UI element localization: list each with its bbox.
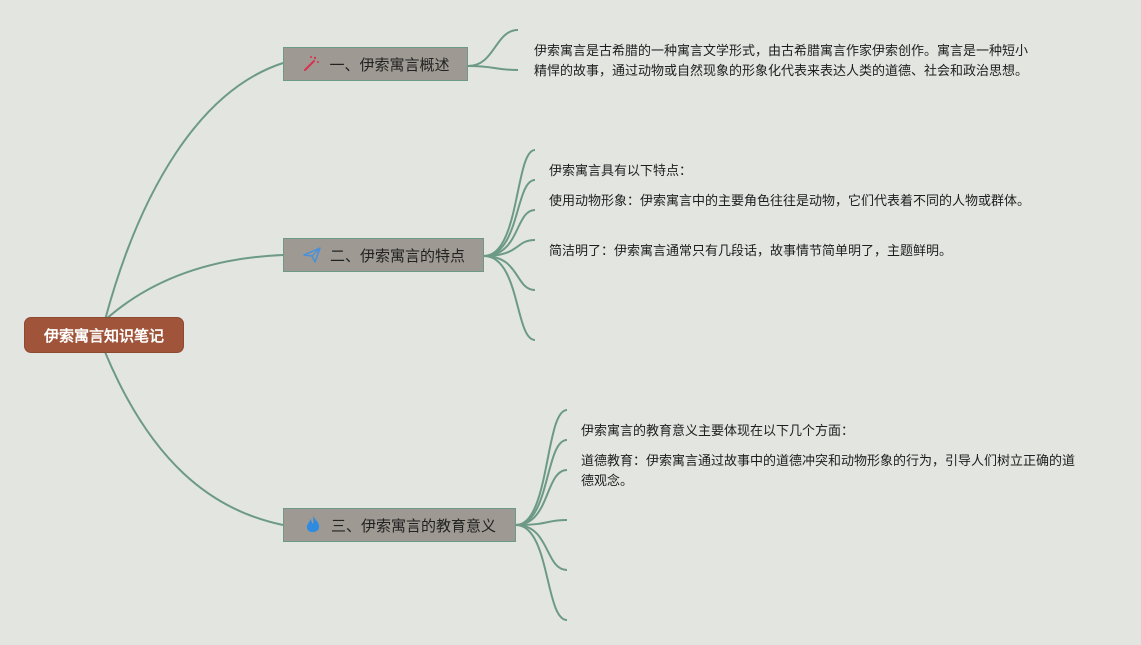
edge-root-branch3 bbox=[104, 351, 284, 526]
edge-root-branch1 bbox=[104, 62, 284, 321]
edge-b1-1 bbox=[467, 29, 519, 67]
flame-icon bbox=[303, 515, 323, 535]
paper-plane-icon bbox=[302, 245, 322, 265]
branch-label: 二、伊索寓言的特点 bbox=[329, 246, 465, 265]
edge-root-branch2 bbox=[104, 254, 284, 321]
edge-b2-6 bbox=[483, 255, 536, 341]
note-features-concise: 简洁明了：伊索寓言通常只有几段话，故事情节简单明了，主题鲜明。 bbox=[549, 244, 953, 259]
edge-b2-2 bbox=[483, 179, 536, 257]
edge-b2-4 bbox=[483, 239, 536, 257]
edge-b2-5 bbox=[483, 255, 536, 291]
note-features-animals: 使用动物形象：伊索寓言中的主要角色往往是动物，它们代表着不同的人物或群体。 bbox=[549, 194, 1031, 209]
edge-b2-3 bbox=[483, 209, 536, 257]
magic-wand-icon bbox=[301, 54, 321, 74]
edge-b2-1 bbox=[483, 149, 536, 257]
edge-b3-5 bbox=[515, 524, 568, 571]
edge-b3-3 bbox=[515, 469, 568, 526]
branch-education[interactable]: 三、伊索寓言的教育意义 bbox=[283, 508, 516, 542]
branch-overview[interactable]: 一、伊索寓言概述 bbox=[283, 47, 468, 81]
branch-label: 三、伊索寓言的教育意义 bbox=[330, 516, 496, 535]
note-features-intro: 伊索寓言具有以下特点： bbox=[549, 164, 693, 179]
edge-b3-2 bbox=[515, 439, 568, 526]
note-education-intro: 伊索寓言的教育意义主要体现在以下几个方面： bbox=[581, 424, 855, 439]
branch-features[interactable]: 二、伊索寓言的特点 bbox=[283, 238, 484, 272]
root-topic[interactable]: 伊索寓言知识笔记 bbox=[25, 318, 183, 352]
note-overview: 伊索寓言是古希腊的一种寓言文学形式，由古希腊寓言作家伊索创作。寓言是一种短小精悍… bbox=[534, 44, 1029, 79]
edge-b3-6 bbox=[515, 524, 568, 621]
edge-b1-2 bbox=[467, 65, 519, 71]
note-education-moral: 道德教育：伊索寓言通过故事中的道德冲突和动物形象的行为，引导人们树立正确的道德观… bbox=[581, 454, 1076, 489]
branch-label: 一、伊索寓言概述 bbox=[329, 55, 450, 74]
edge-b3-1 bbox=[515, 409, 568, 526]
